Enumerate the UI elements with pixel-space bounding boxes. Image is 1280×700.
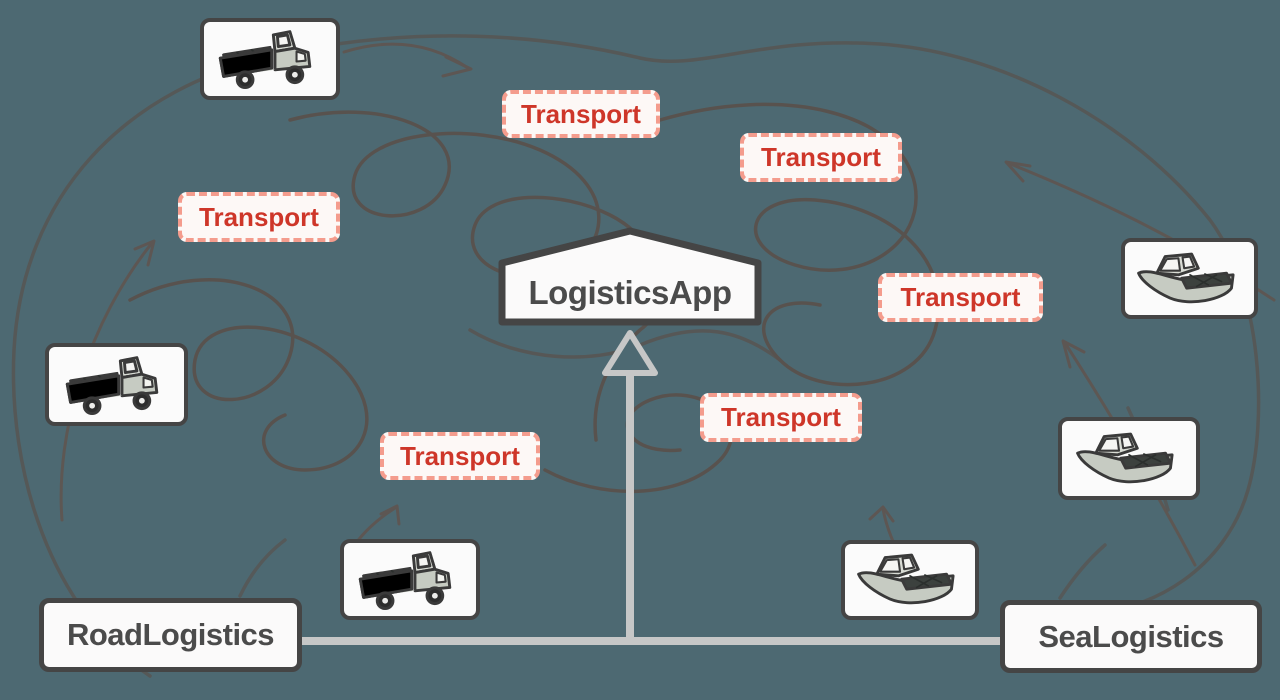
transport-label-text: Transport bbox=[521, 98, 641, 129]
boat-icon-card bbox=[841, 540, 979, 620]
transport-label-text: Transport bbox=[900, 282, 1021, 312]
arrowhead-icon bbox=[1004, 160, 1032, 183]
boat-icon bbox=[1070, 425, 1188, 493]
truck-icon-card bbox=[340, 539, 480, 620]
arrowhead-icon bbox=[133, 239, 156, 267]
transport-label: Transport bbox=[502, 90, 660, 138]
transport-label-text: Transport bbox=[761, 142, 881, 172]
transport-label: Transport bbox=[740, 133, 902, 182]
truck-icon bbox=[351, 546, 469, 614]
arrowhead-icon bbox=[441, 55, 473, 78]
house-shape bbox=[498, 227, 762, 326]
truck-icon-card bbox=[45, 343, 188, 426]
truck-icon bbox=[211, 25, 329, 93]
road-logistics-node: RoadLogistics bbox=[39, 598, 302, 672]
arrow-line bbox=[342, 42, 470, 70]
transport-label: Transport bbox=[878, 273, 1043, 322]
boat-icon-card bbox=[1058, 417, 1200, 500]
tangle-strand bbox=[1058, 543, 1107, 600]
logistics-app-label: LogisticsApp bbox=[528, 274, 732, 311]
transport-label-text: Transport bbox=[721, 402, 841, 432]
sea-logistics-node: SeaLogistics bbox=[1000, 600, 1262, 673]
inheritance-connector bbox=[302, 330, 1000, 645]
tangle-strand bbox=[238, 538, 287, 598]
tangle-loop bbox=[128, 278, 369, 472]
sea-logistics-label: SeaLogistics bbox=[1038, 618, 1224, 654]
transport-label: Transport bbox=[700, 393, 862, 442]
arrowhead-icon bbox=[379, 504, 401, 526]
transport-label: Transport bbox=[178, 192, 340, 242]
inheritance-triangle-icon bbox=[602, 330, 658, 376]
transport-label-text: Transport bbox=[199, 201, 319, 232]
tangle-outer-ring bbox=[11, 34, 1261, 678]
transport-label-text: Transport bbox=[400, 440, 520, 471]
boat-icon bbox=[1131, 245, 1249, 313]
transport-label: Transport bbox=[380, 432, 540, 480]
logistics-app-node: LogisticsApp bbox=[497, 226, 763, 328]
boat-icon bbox=[851, 546, 969, 614]
boat-icon-card bbox=[1121, 238, 1258, 319]
truck-icon-card bbox=[200, 18, 340, 100]
truck-icon bbox=[58, 351, 176, 419]
arrowhead-icon bbox=[1061, 339, 1086, 369]
road-logistics-label: RoadLogistics bbox=[66, 617, 275, 652]
arrowhead-icon bbox=[868, 505, 895, 523]
